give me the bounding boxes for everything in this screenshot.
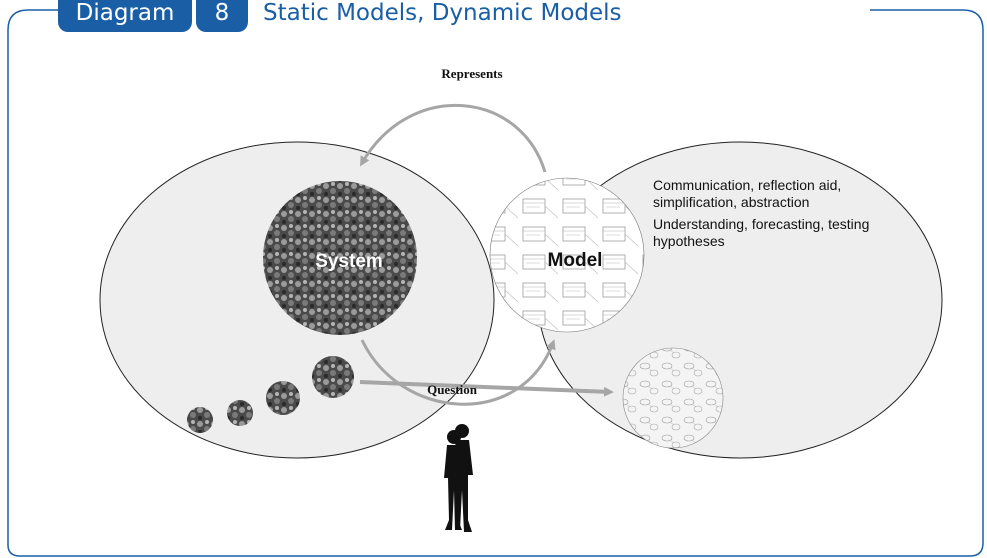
model-purpose-notes: Communication, reflection aid, simplific… [653, 177, 903, 255]
diagram-number: 8 [196, 0, 248, 32]
question-arrow-to-network [359, 380, 614, 397]
note-understanding: Understanding, forecasting, testing hypo… [653, 216, 870, 249]
system-crowd-circle [263, 181, 417, 335]
question-label: Question [427, 382, 478, 397]
small-crowd-ball [312, 356, 354, 398]
model-network-circle [622, 347, 724, 449]
header: Diagram 8 Static Models, Dynamic Models [0, 0, 987, 40]
note-communication: Communication, reflection aid, simplific… [653, 177, 842, 210]
standing-person-silhouette-icon [444, 424, 473, 532]
represents-label: Represents [441, 66, 502, 81]
diagram-tag: Diagram [58, 0, 192, 32]
model-label: Model [548, 250, 603, 271]
system-label: System [315, 251, 383, 272]
small-crowd-ball [266, 381, 300, 415]
small-crowd-ball [227, 400, 253, 426]
diagram-title: Static Models, Dynamic Models [263, 0, 622, 26]
model-uml-circle [489, 177, 645, 333]
represents-arrow [359, 104, 547, 173]
small-crowd-ball [187, 407, 213, 433]
question-arrow-to-model [360, 339, 556, 406]
